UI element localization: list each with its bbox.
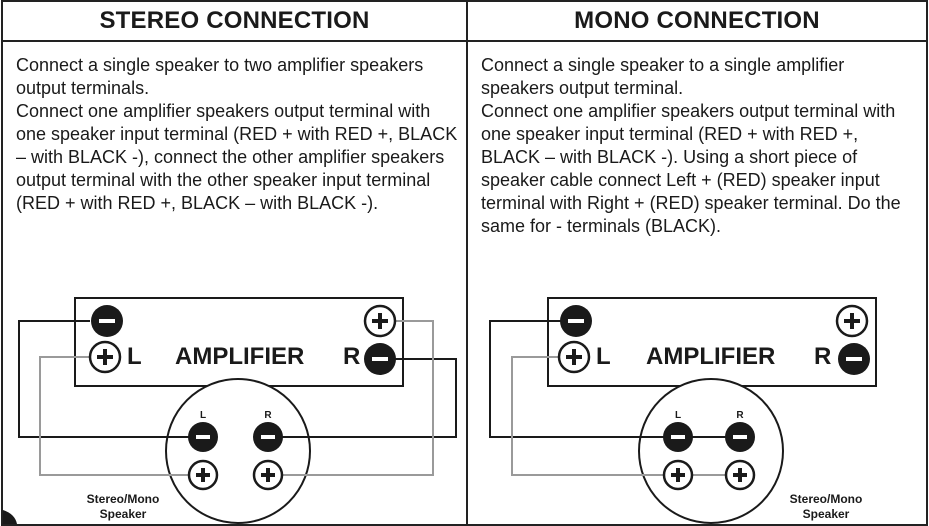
black-wire-right	[268, 358, 457, 438]
speaker-right-minus-icon	[253, 422, 283, 452]
amp-terminal-right-minus-icon	[364, 343, 396, 375]
stereo-title: STEREO CONNECTION	[3, 2, 466, 42]
speaker-left-minus-icon	[663, 422, 693, 452]
speaker-right-plus-icon	[252, 459, 284, 491]
stereo-wiring-diagram: L AMPLIFIER R L R Stereo/Mono Speaker	[3, 297, 457, 524]
corner-decoration	[3, 510, 17, 524]
amp-terminal-left-plus-icon	[88, 340, 122, 374]
speaker-caption-line1: Stereo/Mono	[790, 492, 863, 506]
speaker-circle	[165, 378, 311, 524]
stereo-text-intro: Connect a single speaker to two amplifie…	[16, 55, 424, 98]
speaker-right-minus-icon	[725, 422, 755, 452]
speaker-circle	[638, 378, 784, 524]
amp-terminal-left-minus-icon	[560, 305, 592, 337]
amp-terminal-right-plus-icon	[835, 304, 869, 338]
mono-wiring-diagram: L AMPLIFIER R L R Stereo/Mono Speaker	[489, 297, 877, 524]
speaker-right-label: R	[736, 410, 744, 421]
speaker-left-minus-icon	[188, 422, 218, 452]
mono-description: Connect a single speaker to a single amp…	[481, 54, 918, 238]
mono-text-intro: Connect a single speaker to a single amp…	[481, 55, 845, 98]
amp-terminal-left-minus-icon	[91, 305, 123, 337]
amp-terminal-right-plus-icon	[363, 304, 397, 338]
amp-right-label: R	[814, 343, 831, 370]
speaker-caption-line2: Speaker	[803, 507, 850, 521]
mono-panel: MONO CONNECTION Connect a single speaker…	[466, 0, 928, 526]
red-wire-left	[511, 356, 678, 476]
amplifier-box	[74, 297, 404, 387]
mono-title: MONO CONNECTION	[468, 2, 926, 42]
speaker-left-plus-icon	[187, 459, 219, 491]
amp-terminal-left-plus-icon	[557, 340, 591, 374]
black-wire-left	[489, 320, 678, 438]
speaker-right-label: R	[264, 410, 272, 421]
amp-terminal-right-minus-icon	[838, 343, 870, 375]
amplifier-box	[547, 297, 877, 387]
mono-text-detail: Connect one amplifier speakers output te…	[481, 101, 901, 236]
stereo-description: Connect a single speaker to two amplifie…	[16, 54, 458, 215]
red-wire-right	[268, 320, 434, 476]
speaker-caption-line1: Stereo/Mono	[87, 492, 160, 506]
amplifier-label: AMPLIFIER	[175, 343, 304, 370]
speaker-left-label: L	[200, 410, 206, 421]
speaker-right-plus-icon	[724, 459, 756, 491]
stereo-text-detail: Connect one amplifier speakers output te…	[16, 101, 458, 213]
black-wire-left	[18, 320, 203, 438]
red-wire-left	[39, 356, 203, 476]
amplifier-label: AMPLIFIER	[646, 343, 775, 370]
amp-left-label: L	[596, 343, 611, 370]
stereo-panel: STEREO CONNECTION Connect a single speak…	[1, 0, 468, 526]
amp-left-label: L	[127, 343, 142, 370]
speaker-left-label: L	[675, 410, 681, 421]
speaker-left-plus-icon	[662, 459, 694, 491]
amp-right-label: R	[343, 343, 360, 370]
speaker-caption-line2: Speaker	[100, 507, 147, 521]
